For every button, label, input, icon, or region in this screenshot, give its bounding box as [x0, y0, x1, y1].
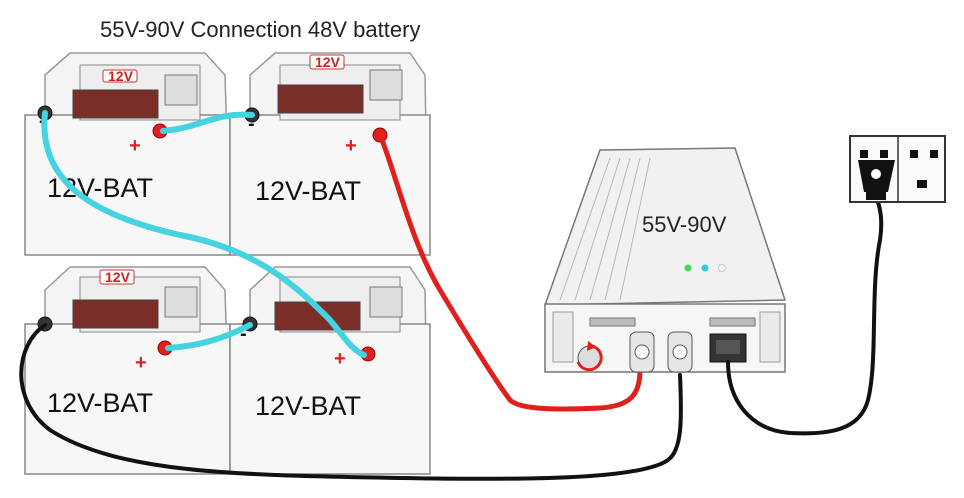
positive-cable: [377, 132, 643, 412]
battery-label: 12V-BAT: [255, 176, 361, 206]
battery-voltage-label: 12V: [108, 68, 134, 84]
positive-sign: +: [135, 352, 147, 374]
voltage-adjust-knob[interactable]: [576, 341, 603, 372]
negative-sign: -: [240, 323, 247, 345]
battery-top-right: 12V + - 12V-BAT: [229, 52, 431, 256]
status-led-white: [718, 264, 726, 272]
positive-sign: +: [129, 135, 141, 157]
device-label: 55V-90V: [642, 212, 727, 237]
positive-output-connector: [629, 331, 655, 373]
negative-sign: -: [248, 113, 255, 135]
ac-input-socket: [709, 333, 747, 363]
charger-device: 55V-90V: [543, 147, 787, 373]
negative-cable: [19, 323, 683, 481]
series-link-diagonal: [41, 110, 367, 358]
status-led-green: [684, 264, 692, 272]
status-led-cyan: [701, 264, 709, 272]
battery-bottom-right: + - 12V-BAT: [229, 266, 431, 475]
battery-bottom-left: 12V + 12V-BAT: [24, 266, 231, 475]
positive-sign: +: [345, 135, 357, 157]
battery-label: 12V-BAT: [47, 388, 153, 418]
power-plug: [858, 160, 895, 200]
negative-output-connector: [667, 331, 693, 373]
battery-label: 12V-BAT: [255, 391, 361, 421]
series-links: [41, 110, 367, 358]
ac-power-cord: [726, 193, 884, 436]
diagram-title: 55V-90V Connection 48V battery: [100, 17, 421, 42]
battery-voltage-label: 12V: [315, 54, 341, 70]
battery-top-left: 12V + - 12V-BAT: [24, 52, 231, 256]
series-link-top: [160, 111, 255, 134]
positive-sign: +: [334, 348, 346, 370]
battery-voltage-label: 12V: [105, 269, 131, 285]
wall-outlet: [849, 135, 946, 203]
series-link-bottom: [165, 322, 253, 351]
